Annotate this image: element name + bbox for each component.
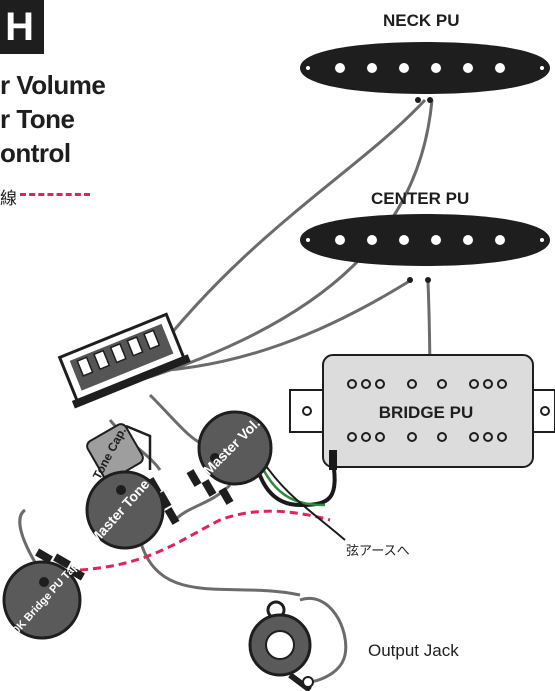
bridge-pu-label: BRIDGE PU	[379, 403, 473, 422]
center-pu-label: CENTER PU	[371, 189, 470, 208]
cap-lead	[125, 424, 152, 470]
diagram-badge: H	[0, 0, 44, 54]
five-way-switch	[57, 312, 191, 409]
string-ground-label: 弦アースへ	[346, 543, 410, 558]
neck-hot-wire	[148, 98, 427, 361]
neck-ground-wire	[139, 99, 434, 382]
neck-pickup	[300, 42, 550, 103]
center-pickup	[300, 214, 550, 283]
bridge-black-wire	[253, 454, 337, 508]
title-line-tone: r Tone	[0, 104, 75, 134]
center-hot-wire	[134, 280, 409, 374]
tone-to-jack-ground	[138, 539, 301, 597]
string-ground-wire	[261, 459, 346, 541]
master-volume-pot	[186, 410, 273, 505]
switch-to-vol-wire	[148, 393, 206, 447]
legend-label: 線	[0, 189, 17, 208]
master-tone-pot	[85, 470, 180, 550]
bridge-tap-pot	[2, 548, 85, 640]
bridge-humbucker	[289, 354, 555, 470]
title-line-volume: r Volume	[0, 70, 106, 100]
neck-pu-label: NECK PU	[383, 11, 460, 30]
legend-dashed-line	[20, 193, 90, 196]
tap-dashed-wire	[79, 509, 331, 572]
output-jack	[248, 600, 314, 691]
output-jack-label: Output Jack	[368, 641, 459, 660]
title-line-control: ontrol	[0, 138, 71, 168]
